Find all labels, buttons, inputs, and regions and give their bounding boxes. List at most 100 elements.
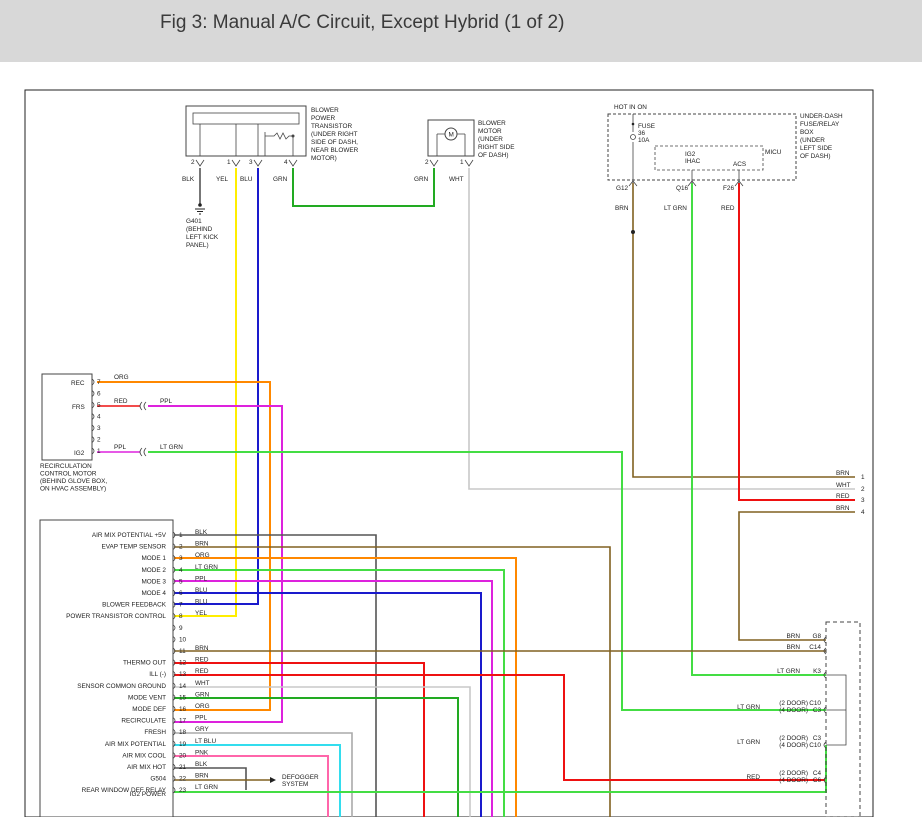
wire-21-blk xyxy=(174,767,247,790)
control-unit-pin-number: 2 xyxy=(179,544,183,551)
fuse-wire-brn: BRN xyxy=(615,205,629,212)
recirc-pin-number: 3 xyxy=(97,425,101,432)
transistor-pin-3: 3 xyxy=(249,159,253,166)
fuse-wire-ltgrn: LT GRN xyxy=(664,205,687,212)
control-unit-wire-color: LT GRN xyxy=(195,564,218,571)
label-line: OF DASH) xyxy=(800,153,831,160)
control-unit-pin-number: 5 xyxy=(179,578,183,585)
control-unit-pin-label: AIR MIX HOT xyxy=(127,764,166,771)
recirc-pin-connector xyxy=(91,413,95,420)
control-unit-pin-number: 22 xyxy=(179,776,187,783)
wire-grn-blower xyxy=(292,168,435,207)
control-unit-wire-color: BLU xyxy=(195,599,208,606)
right-connector-pin-label: C6 xyxy=(813,777,822,784)
control-unit-pin-connector xyxy=(172,566,176,574)
transistor-wire-blu: BLU xyxy=(240,176,253,183)
transistor-wire-yel: YEL xyxy=(216,176,229,183)
recirc-rec-label: REC xyxy=(71,380,85,387)
control-unit-pin-label: EVAP TEMP SENSOR xyxy=(101,544,166,551)
wire-red-f26 xyxy=(738,183,855,501)
right-connector-door: (4 DOOR) xyxy=(779,707,808,714)
label-line: IG2 xyxy=(685,151,696,158)
control-unit-pin-connector xyxy=(172,670,176,678)
control-unit-wire-color: RED xyxy=(195,668,209,675)
control-unit-pin-connector xyxy=(172,578,176,585)
control-unit-pin-number: 8 xyxy=(179,613,183,620)
right-connector-pin xyxy=(823,636,827,644)
control-unit-pin-label: AIR MIX POTENTIAL xyxy=(105,741,167,748)
wire-yel xyxy=(174,168,237,617)
wire-blu xyxy=(174,168,259,605)
transistor-pin-2: 1 xyxy=(227,159,231,166)
right-connector-pin xyxy=(823,647,827,655)
recirc-frs-label: FRS xyxy=(72,404,85,411)
control-unit-pin-connector xyxy=(172,601,176,608)
recirc-pin-number: 6 xyxy=(97,391,101,398)
label-line: OF DASH) xyxy=(478,152,509,159)
wire-13-red xyxy=(174,674,826,781)
label-line: FUSE xyxy=(638,123,655,130)
blower-transistor xyxy=(185,105,307,167)
fuse-hot-label: HOT IN ON xyxy=(614,104,647,111)
label-line: (UNDER xyxy=(478,136,503,143)
control-unit-pin-connector xyxy=(172,554,176,562)
label-line: TRANSISTOR xyxy=(311,123,352,130)
control-unit-wire-color: BLU xyxy=(195,587,208,594)
control-unit-pin-connector xyxy=(172,531,176,539)
right-connector-pin xyxy=(823,671,827,679)
wire-brn-4 xyxy=(738,511,855,641)
control-unit-pin-number: 20 xyxy=(179,752,187,759)
control-unit-pin-connector xyxy=(172,717,176,724)
right-connector-pin-label: C10 xyxy=(809,742,821,749)
label-line: (BEHIND xyxy=(186,226,213,233)
recirc-pin-connector xyxy=(91,390,95,397)
fuse-pin-q16: Q16 xyxy=(676,185,689,192)
control-unit-pin-connector xyxy=(172,682,176,690)
control-unit-pin-label: AIR MIX POTENTIAL +5V xyxy=(92,532,167,539)
label-line: 10A xyxy=(638,137,650,144)
control-unit-wire-color: BRN xyxy=(195,541,209,548)
control-unit-pin-number: 17 xyxy=(179,718,187,725)
fuse-acs: ACS xyxy=(733,161,746,168)
wire-5-ppl xyxy=(174,580,493,817)
right-connector xyxy=(825,621,861,817)
control-unit-pin-number: 14 xyxy=(179,683,187,690)
right-connector-pin-label: G8 xyxy=(812,633,821,640)
right-connector-pin-label: C10 xyxy=(809,700,821,707)
control-unit-pin-label: REAR WINDOW DEF RELAY xyxy=(82,787,167,794)
label-line: ON HVAC ASSEMBLY) xyxy=(40,486,106,493)
control-unit-pin-number: 4 xyxy=(179,567,183,574)
label-line: IHAC xyxy=(685,158,701,165)
control-unit-pin-connector xyxy=(172,763,176,771)
wire-2-brn xyxy=(174,546,611,817)
label-line: 36 xyxy=(638,130,646,137)
defogger-arrow-icon xyxy=(270,777,276,783)
wire-14-wht xyxy=(174,686,471,817)
control-unit-wire-color: LT GRN xyxy=(195,784,218,791)
label-line: RIGHT SIDE xyxy=(478,144,514,151)
diagram-frame xyxy=(24,89,874,817)
wire-1-blk xyxy=(174,534,377,817)
recirc-wire-org: ORG xyxy=(114,374,129,381)
control-unit-pin-number: 3 xyxy=(179,555,183,562)
right-connector-pin-label: C4 xyxy=(813,770,822,777)
recirc-pin-number: 5 xyxy=(97,402,101,409)
wire-ltgrn-ig2 xyxy=(148,451,826,711)
right-connector-pin xyxy=(823,776,827,784)
page-title: Fig 3: Manual A/C Circuit, Except Hybrid… xyxy=(160,12,565,33)
label-line: SYSTEM xyxy=(282,781,308,788)
control-unit-wire-color: ORG xyxy=(195,552,210,559)
right-wire-number: 2 xyxy=(861,486,865,493)
control-unit-wire-color: GRY xyxy=(195,726,209,733)
recirc-wire-ppl: PPL xyxy=(160,398,173,405)
fuse-pin-g12: G12 xyxy=(616,185,629,192)
control-unit-wire-color: BRN xyxy=(195,645,209,652)
right-wire-number: 3 xyxy=(861,497,865,504)
control-unit-pin-number: 18 xyxy=(179,729,187,736)
